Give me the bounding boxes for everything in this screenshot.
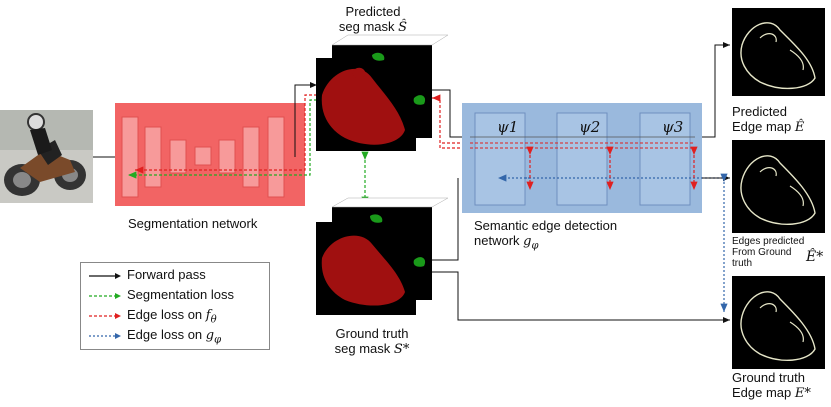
ground-truth-seg-mask-label: Ground truth seg mask S* <box>312 326 432 357</box>
predicted-seg-mask-line2: seg mask <box>338 19 395 34</box>
segmentation-network-label: Segmentation network <box>128 216 258 231</box>
semantic-edge-network-sub: φ <box>531 240 539 252</box>
predicted-edge-map-label: Predicted Edge map Ê <box>732 104 804 135</box>
edge-loss-red-return <box>432 94 441 148</box>
semantic-edge-network-symbol: g <box>523 234 532 249</box>
legend-label-edge-loss-g: Edge loss on gφ <box>127 327 222 346</box>
psi-2-label: ψ2 <box>579 118 601 136</box>
edges-from-ground-truth-image <box>732 140 825 233</box>
legend-label-forward-pass: Forward pass <box>127 267 206 282</box>
edges-from-gt-symbol: Ê* <box>806 249 824 265</box>
gt-seg-mask-line2: seg mask <box>334 341 391 356</box>
legend-label-segmentation-loss: Segmentation loss <box>127 287 234 302</box>
ground-truth-edge-map-image <box>732 276 825 369</box>
semantic-edge-network-line1: Semantic edge detection <box>474 218 618 233</box>
semantic-edge-network-label: Semantic edge detection network gφ <box>474 218 617 252</box>
predicted-seg-mask-image <box>316 34 449 151</box>
segmentation-network-block <box>115 103 305 206</box>
gt-edge-map-line2: Edge map <box>732 385 792 400</box>
semantic-edge-network-line2: network <box>474 233 520 248</box>
predicted-seg-mask-symbol: Ŝ <box>398 20 408 35</box>
input-image <box>0 110 93 203</box>
predicted-edge-map-symbol: Ê <box>794 120 805 135</box>
gt-seg-mask-line1: Ground truth <box>335 326 409 341</box>
forward-arrow-gt-to-edge <box>432 178 459 261</box>
forward-arrow-to-predicted-edge <box>702 42 730 138</box>
ground-truth-edge-map-label: Ground truth Edge map E* <box>732 370 811 401</box>
edge-network-block <box>462 103 725 213</box>
ground-truth-seg-mask-image <box>316 197 449 315</box>
legend: Forward pass Segmentation loss Edge loss… <box>80 262 270 350</box>
forward-arrow-seg-to-mask <box>294 82 317 157</box>
forward-arrow-mask-to-edge <box>432 89 470 138</box>
edges-from-gt-line3: truth <box>732 258 753 269</box>
gt-edge-map-line1: Ground truth <box>732 370 805 385</box>
predicted-seg-mask-label: Predicted seg mask Ŝ <box>318 4 428 35</box>
psi-1-label: ψ1 <box>497 118 519 136</box>
predicted-edge-map-line1: Predicted <box>732 104 787 119</box>
legend-label-edge-loss-f: Edge loss on fθ <box>127 307 217 326</box>
predicted-edge-map-image <box>732 8 825 96</box>
forward-arrow-gt-to-edgemap <box>432 271 730 323</box>
edges-from-gt-line1: Edges predicted <box>732 236 805 247</box>
predicted-seg-mask-line1: Predicted <box>345 4 401 19</box>
segmentation-loss-arrow <box>128 99 317 179</box>
predicted-edge-map-line2: Edge map <box>732 119 792 134</box>
gt-edge-map-symbol: E* <box>794 386 811 401</box>
psi-3-label: ψ3 <box>662 118 684 136</box>
gt-seg-mask-symbol: S* <box>393 342 410 357</box>
edge-loss-f-arrow <box>135 94 317 174</box>
edges-from-gt-line2: From Ground <box>732 247 792 258</box>
edges-from-gt-label: Edges predicted From Ground truth <box>732 236 804 269</box>
